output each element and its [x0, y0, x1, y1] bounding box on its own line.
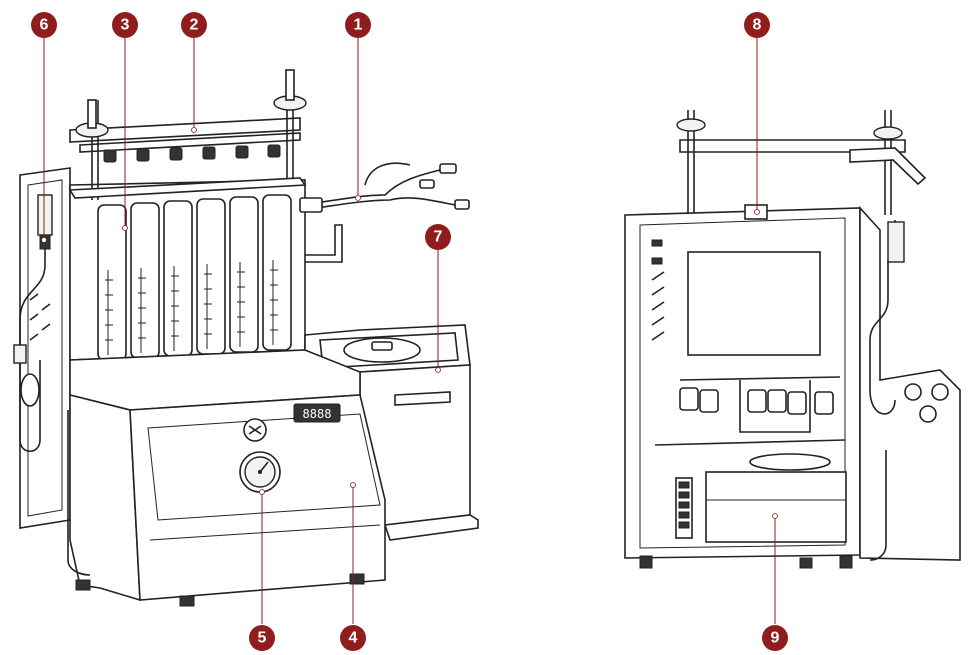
terminal-strip — [675, 477, 693, 539]
callout-4: 4 — [340, 625, 366, 651]
callout-4-label: 4 — [349, 630, 358, 647]
display-readout: 8888 — [303, 407, 332, 421]
callout-6: 6 — [31, 12, 57, 38]
cable-harness — [299, 162, 470, 213]
callout-1-label: 1 — [354, 17, 363, 34]
measuring-cylinders — [97, 194, 292, 361]
callout-7-label: 7 — [434, 229, 443, 246]
callout-7: 7 — [425, 224, 451, 250]
back-top-rail — [676, 110, 927, 215]
back-window — [687, 251, 821, 356]
tank-handle — [394, 391, 451, 406]
leader-lines — [41, 38, 778, 624]
side-panel-slots — [29, 293, 51, 341]
callout-3-label: 3 — [121, 17, 130, 34]
digital-display: 8888 — [293, 403, 341, 423]
callout-5: 5 — [249, 625, 275, 651]
pressure-gauge — [239, 451, 281, 493]
front-cabinet — [69, 349, 386, 607]
callout-1: 1 — [345, 12, 371, 38]
callout-2-label: 2 — [190, 17, 199, 34]
callout-8: 8 — [744, 12, 770, 38]
hose — [19, 205, 46, 453]
callout-8-label: 8 — [753, 17, 762, 34]
callout-3: 3 — [112, 12, 138, 38]
quick-connector — [37, 194, 53, 236]
top-rail — [69, 69, 307, 200]
injector-caps — [103, 144, 281, 163]
callout-2: 2 — [181, 12, 207, 38]
back-quick-connector — [887, 221, 905, 263]
side-pipe — [305, 224, 343, 263]
callout-9: 9 — [762, 625, 788, 651]
callout-5-label: 5 — [258, 630, 267, 647]
drain-pipe — [67, 410, 91, 576]
solenoid-valves — [679, 376, 841, 433]
callout-6-label: 6 — [40, 17, 49, 34]
back-view — [624, 110, 961, 569]
callout-9-label: 9 — [771, 630, 780, 647]
lower-module — [705, 471, 847, 543]
front-view: 8888 — [13, 69, 479, 607]
